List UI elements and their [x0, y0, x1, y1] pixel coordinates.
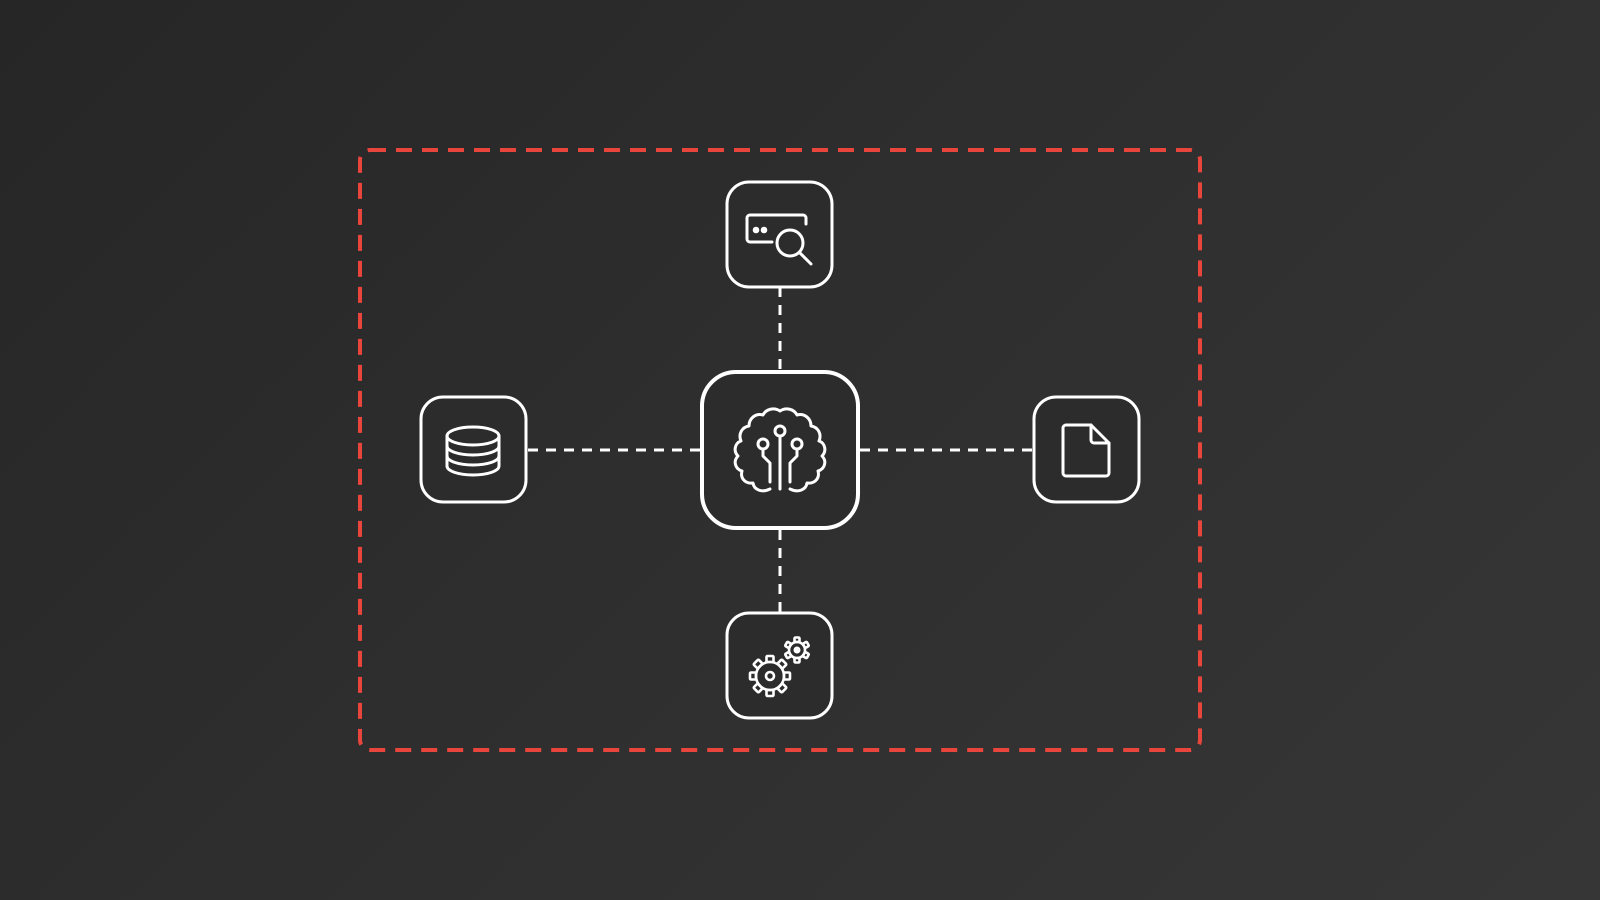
node-database	[419, 395, 528, 504]
document-icon	[1061, 423, 1111, 478]
search-window-icon	[745, 213, 813, 266]
node-ai-core	[700, 370, 860, 530]
database-icon	[445, 425, 501, 477]
node-processing	[725, 611, 834, 720]
brain-circuit-icon	[733, 407, 827, 493]
system-boundary	[358, 148, 1202, 752]
node-document	[1032, 395, 1141, 504]
gears-icon	[748, 636, 811, 698]
node-search	[725, 180, 834, 289]
